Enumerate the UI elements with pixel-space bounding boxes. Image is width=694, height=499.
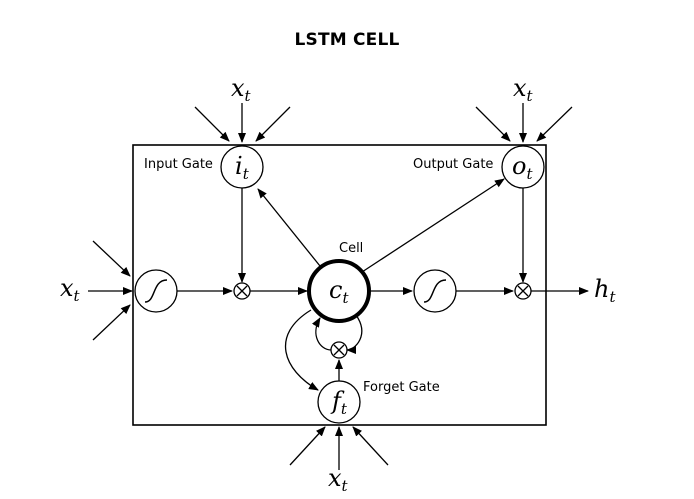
output-gate-x-label: xt: [513, 74, 534, 105]
input-gate-symbol: it: [235, 152, 250, 183]
cell-node: [307, 259, 371, 323]
forget-gate-bottom-inputs: [289, 426, 389, 470]
output-gate-label: Output Gate: [413, 157, 493, 172]
output-gate-top-inputs: [475, 103, 573, 143]
forget-gate-x-label: xt: [328, 464, 349, 495]
input-gate-x-label: xt: [231, 74, 252, 105]
left-inputs: [88, 240, 133, 341]
cell-recurrent-loop-out: [346, 314, 363, 354]
output-gate-symbol: ot: [512, 152, 533, 183]
diagram-title: LSTM CELL: [294, 30, 400, 50]
cell-to-input-gate-arrow: [257, 188, 321, 267]
output-h-label: ht: [594, 275, 616, 306]
multiply-icon: [517, 285, 529, 297]
forget-gate-node: [317, 380, 361, 424]
multiply-icon: [236, 285, 248, 297]
left-x-label: xt: [60, 274, 81, 305]
input-activation-node: [134, 269, 178, 313]
cell-to-output-gate-arrow: [361, 178, 505, 273]
input-gate-label: Input Gate: [144, 157, 213, 172]
cell-boundary-box: [132, 144, 547, 426]
forget-gate-label: Forget Gate: [363, 380, 440, 395]
multiply-icon: [333, 344, 345, 356]
cell-label: Cell: [339, 241, 363, 256]
sigmoid-icon: [144, 279, 168, 303]
input-gate-top-inputs: [194, 103, 291, 143]
cell-to-forget-gate-arrow: [284, 309, 319, 391]
output-activation-node: [413, 269, 457, 313]
tanh-icon: [423, 279, 447, 303]
cell-recurrent-loop-in: [311, 317, 332, 351]
cell-symbol: ct: [329, 276, 349, 307]
